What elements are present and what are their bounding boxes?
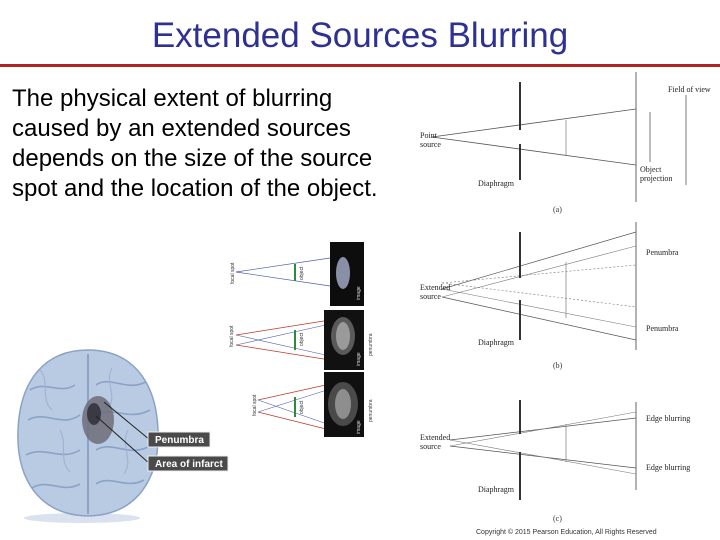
title-rule — [0, 64, 720, 67]
field-of-view-label: Field of view — [668, 85, 711, 94]
mini-2-penumbra-label: penumbra — [368, 333, 374, 356]
mini-diagram-row-3: focal spot object image penumbra — [252, 372, 374, 437]
infarct-region — [87, 403, 101, 425]
mini-3-penumbra-label: penumbra — [368, 399, 374, 422]
penumbra-bottom-label: Penumbra — [646, 324, 679, 333]
mini-1-focal-label: focal spot — [230, 262, 236, 284]
caption-b: (b) — [553, 361, 563, 370]
mini-3-focal-label: focal spot — [252, 394, 258, 416]
diaphragm-label-b: Diaphragm — [478, 338, 515, 347]
mini-1-image-label: image — [356, 286, 362, 300]
mini-2-object-label: object — [299, 332, 305, 346]
copyright-notice: Copyright © 2015 Pearson Education, All … — [476, 528, 657, 536]
body-paragraph: The physical extent of blurring caused b… — [12, 85, 378, 202]
caption-c: (c) — [553, 514, 562, 523]
infarct-legend: Area of infarct — [155, 459, 223, 470]
slide-title: Extended Sources Blurring — [151, 16, 569, 55]
edge-blurring-bottom-label: Edge blurring — [646, 463, 690, 472]
mini-diagram-row-2: focal spot object image penumbra — [229, 310, 374, 370]
mini-3-object-label: object — [299, 400, 305, 414]
penumbra-legend: Penumbra — [155, 435, 204, 446]
diaphragm-label-c: Diaphragm — [478, 485, 515, 494]
mini-2-image-label: image — [356, 352, 362, 366]
caption-a: (a) — [553, 205, 562, 214]
mini-diagram-row-1: focal spot object image — [230, 242, 364, 306]
brain-illustration: Penumbra Area of infarct — [17, 349, 229, 523]
mini-3-image-label: image — [356, 420, 362, 434]
mini-1-object-label: object — [299, 266, 305, 280]
penumbra-top-label: Penumbra — [646, 248, 679, 257]
mini-2-focal-label: focal spot — [229, 325, 235, 347]
diaphragm-label-a: Diaphragm — [478, 179, 515, 188]
edge-blurring-top-label: Edge blurring — [646, 414, 690, 423]
